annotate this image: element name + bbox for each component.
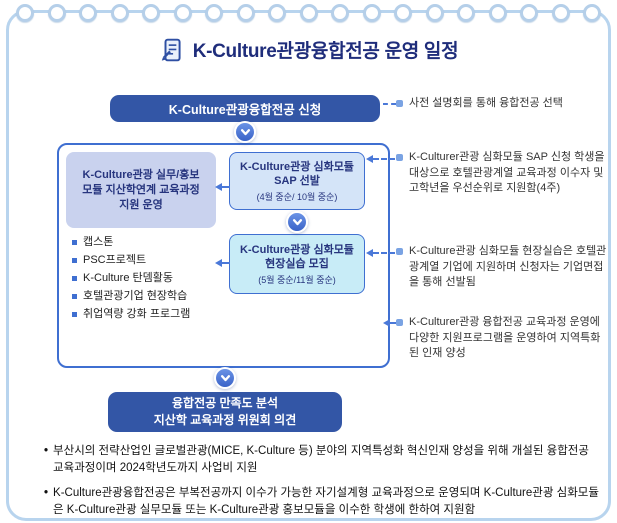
side-note: 사전 설명회를 통해 융합전공 선택: [396, 96, 608, 112]
side-note-text: K-Culturer관광 심화모듈 SAP 신청 학생을 대상으로 호텔관광계열…: [409, 151, 605, 194]
list-item-label: K-Culture 탄뎀활동: [83, 272, 173, 284]
side-note-text: K-Culture관광 심화모듈 현장실습은 호텔관광계열 기업에 지원하며 신…: [409, 245, 607, 288]
square-bullet-icon: [72, 312, 77, 317]
left-module-box: K-Culture관광 실무/홍보 모듈 지산학연계 교육과정 지원 운영: [66, 152, 216, 228]
list-item: 캡스톤: [72, 236, 222, 249]
dashed-arrow-left-icon: [366, 155, 373, 163]
side-note: K-Culturer관광 융합전공 교육과정 운영에 다양한 지원프로그램을 운…: [396, 315, 608, 362]
note-marker-icon: [396, 248, 403, 255]
document-pencil-icon: [161, 38, 181, 61]
field-practice-box: K-Culture관광 심화모듈 현장실습 모집 (5월 중순/11월 중순): [229, 234, 365, 294]
list-item: PSC프로젝트: [72, 254, 222, 267]
list-item-label: 호텔관광기업 현장학습: [83, 290, 188, 302]
side-note: K-Culture관광 심화모듈 현장실습은 호텔관광계열 기업에 지원하며 신…: [396, 244, 608, 291]
spiral-ring: [16, 4, 34, 22]
square-bullet-icon: [72, 258, 77, 263]
spiral-ring: [425, 4, 444, 22]
note-marker-icon: [396, 100, 403, 107]
note-marker-icon: [396, 154, 403, 161]
dashed-connector: [390, 322, 396, 324]
square-bullet-icon: [72, 276, 77, 281]
spiral-ring: [331, 4, 349, 22]
left-module-list: 캡스톤 PSC프로젝트 K-Culture 탄뎀활동 호텔관광기업 현장학습 취…: [72, 236, 222, 326]
spiral-ring: [299, 4, 318, 22]
spiral-ring: [583, 4, 601, 22]
spiral-ring: [236, 4, 255, 22]
footer-note: • K-Culture관광융합전공은 부복전공까지 이수가 가능한 자기설계형 …: [44, 485, 602, 518]
page-title-row: K-Culture관광융합전공 운영 일정: [0, 36, 617, 63]
spiral-ring: [47, 4, 66, 22]
flow-start-box: K-Culture관광융합전공 신청: [110, 95, 380, 122]
field-box-title-line2: 현장실습 모집: [265, 257, 329, 270]
spiral-ring: [173, 4, 192, 22]
chevron-down-icon: [214, 367, 236, 389]
dashed-arrow-left-icon: [215, 183, 222, 191]
footer-notes: • 부산시의 전략산업인 글로벌관광(MICE, K-Culture 등) 분야…: [44, 443, 602, 523]
spiral-ring: [488, 4, 507, 22]
side-note-text: 사전 설명회를 통해 융합전공 선택: [409, 97, 563, 109]
spiral-ring: [110, 4, 129, 22]
list-item-label: PSC프로젝트: [83, 254, 147, 266]
flow-end-box: 융합전공 만족도 분석 지산학 교육과정 위원회 의견: [108, 392, 342, 432]
flow-end-line2: 지산학 교육과정 위원회 의견: [153, 413, 297, 427]
bullet-icon: •: [44, 445, 49, 457]
list-item-label: 취업역량 강화 프로그램: [83, 308, 191, 320]
dashed-connector: [221, 262, 230, 264]
square-bullet-icon: [72, 240, 77, 245]
dashed-connector: [373, 252, 395, 254]
side-note-text: K-Culturer관광 융합전공 교육과정 운영에 다양한 지원프로그램을 운…: [409, 316, 601, 359]
dashed-arrow-left-icon: [215, 259, 222, 267]
flow-end-line1: 융합전공 만족도 분석: [171, 396, 279, 410]
flow-start-label: K-Culture관광융합전공 신청: [168, 103, 322, 117]
page-title: K-Culture관광융합전공 운영 일정: [192, 41, 459, 62]
spiral-ring: [457, 4, 475, 22]
spiral-ring: [394, 4, 412, 22]
list-item-label: 캡스톤: [83, 236, 114, 248]
square-bullet-icon: [72, 294, 77, 299]
spiral-ring: [79, 4, 97, 22]
list-item: 호텔관광기업 현장학습: [72, 290, 222, 303]
list-item: K-Culture 탄뎀활동: [72, 272, 222, 285]
bullet-icon: •: [44, 487, 49, 499]
dashed-connector: [383, 103, 396, 105]
note-marker-icon: [396, 319, 403, 326]
dashed-arrow-left-icon: [366, 249, 373, 257]
sap-selection-box: K-Culture관광 심화모듈 SAP 선발 (4월 중순/ 10월 중순): [229, 152, 365, 210]
field-box-title-line1: K-Culture관광 심화모듈: [240, 243, 354, 256]
spiral-ring: [551, 4, 570, 22]
list-item: 취업역량 강화 프로그램: [72, 308, 222, 321]
left-module-title: K-Culture관광 실무/홍보 모듈 지산학연계 교육과정 지원 운영: [82, 168, 200, 211]
chevron-down-icon: [286, 211, 308, 233]
sap-box-title-line2: SAP 선발: [274, 174, 320, 187]
dashed-connector: [373, 158, 395, 160]
field-box-date: (5월 중순/11월 중순): [258, 274, 336, 285]
chevron-down-icon: [234, 121, 256, 143]
dashed-connector: [221, 186, 230, 188]
sap-box-date: (4월 중순/ 10월 중순): [256, 191, 338, 202]
spiral-ring: [142, 4, 160, 22]
footer-note-text: 부산시의 전략산업인 글로벌관광(MICE, K-Culture 등) 분야의 …: [53, 445, 589, 474]
spiral-ring: [362, 4, 381, 22]
sap-box-title-line1: K-Culture관광 심화모듈: [240, 160, 354, 173]
spiral-ring: [520, 4, 538, 22]
footer-note-text: K-Culture관광융합전공은 부복전공까지 이수가 가능한 자기설계형 교육…: [53, 487, 599, 516]
spiral-ring: [205, 4, 223, 22]
spiral-binding: [16, 4, 601, 22]
dashed-arrow-left-icon: [383, 319, 390, 327]
footer-note: • 부산시의 전략산업인 글로벌관광(MICE, K-Culture 등) 분야…: [44, 443, 602, 476]
side-note: K-Culturer관광 심화모듈 SAP 신청 학생을 대상으로 호텔관광계열…: [396, 150, 608, 197]
spiral-ring: [268, 4, 286, 22]
